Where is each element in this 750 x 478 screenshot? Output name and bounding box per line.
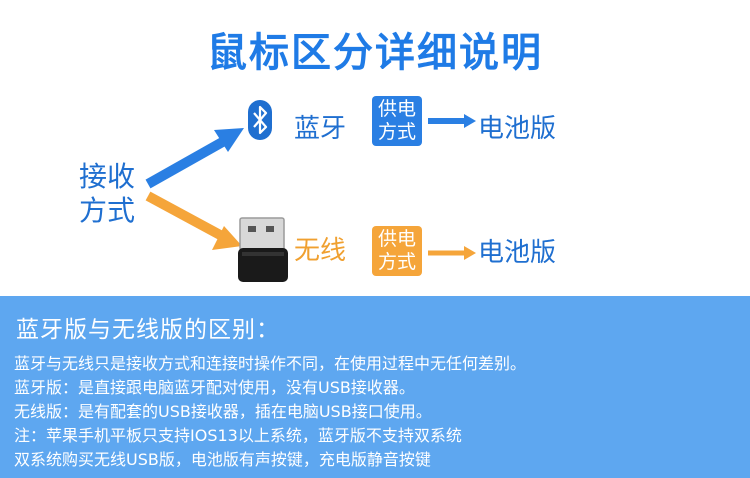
- panel-line: 蓝牙与无线只是接收方式和连接时操作不同，在使用过程中无任何差别。: [14, 354, 527, 373]
- wireless-power-box: 供电 方式: [372, 226, 422, 276]
- receive-method-label: 接收 方式: [72, 160, 142, 228]
- bluetooth-power-box: 供电 方式: [372, 96, 422, 146]
- power-box-line2: 方式: [377, 121, 416, 143]
- bluetooth-result: 电池版: [478, 114, 557, 144]
- panel-title: 蓝牙版与无线版的区别：: [16, 317, 280, 343]
- orange-branch-arrow: [145, 191, 242, 250]
- power-box-line1: 供电: [377, 98, 416, 120]
- wireless-label: 无线: [294, 236, 347, 266]
- page-title: 鼠标区分详细说明: [207, 30, 543, 76]
- arrow-right-icon: [428, 114, 476, 128]
- usb-receiver-icon: [238, 217, 288, 282]
- bluetooth-label: 蓝牙: [294, 114, 347, 144]
- blue-branch-arrow: [145, 128, 244, 189]
- diagram-arrows: [145, 114, 476, 260]
- panel-line: 蓝牙版：是直接跟电脑蓝牙配对使用，没有USB接收器。: [14, 378, 415, 397]
- arrow-right-icon: [428, 246, 476, 260]
- panel-line: 注：苹果手机平板只支持IOS13以上系统，蓝牙版不支持双系统: [14, 426, 462, 445]
- receive-label-line2: 方式: [78, 194, 135, 227]
- wireless-result: 电池版: [478, 238, 557, 268]
- panel-line: 无线版：是有配套的USB接收器，插在电脑USB接口使用。: [14, 402, 432, 421]
- power-box-line2: 方式: [377, 251, 416, 273]
- difference-panel: 蓝牙版与无线版的区别： 蓝牙与无线只是接收方式和连接时操作不同，在使用过程中无任…: [0, 296, 750, 478]
- bluetooth-icon: [248, 100, 272, 140]
- power-box-line1: 供电: [377, 228, 416, 250]
- receive-label-line1: 接收: [78, 160, 135, 193]
- panel-line: 双系统购买无线USB版，电池版有声按键，充电版静音按键: [14, 450, 431, 469]
